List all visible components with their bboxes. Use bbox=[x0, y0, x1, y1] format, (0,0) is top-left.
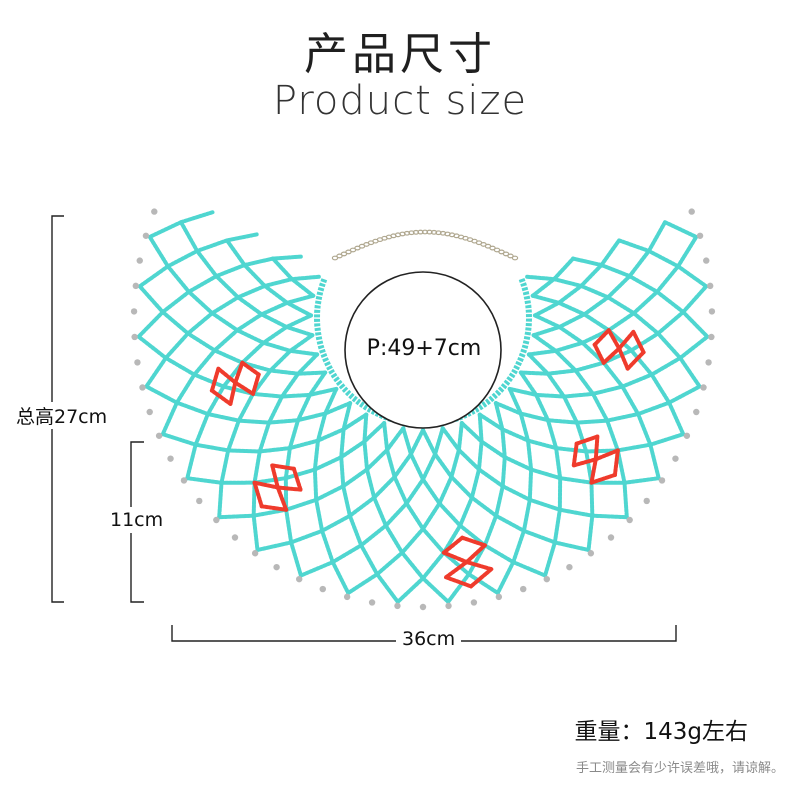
total-height-label: 总高27cm bbox=[14, 402, 110, 429]
necklace-chain bbox=[331, 229, 519, 261]
neck-circle bbox=[344, 271, 502, 429]
weight-label: 重量：143g左右 bbox=[574, 719, 749, 745]
measurement-note: 手工测量会有少许误差哦，请谅解。 bbox=[575, 761, 784, 776]
necklace-collar bbox=[130, 208, 716, 611]
section-height-label: 11cm bbox=[110, 507, 164, 533]
page-title-cn: 产品尺寸 bbox=[304, 29, 496, 80]
page-title-en: Product size bbox=[272, 78, 528, 124]
width-label: 36cm bbox=[396, 628, 462, 650]
perimeter-label: P:49+7cm bbox=[366, 336, 482, 361]
